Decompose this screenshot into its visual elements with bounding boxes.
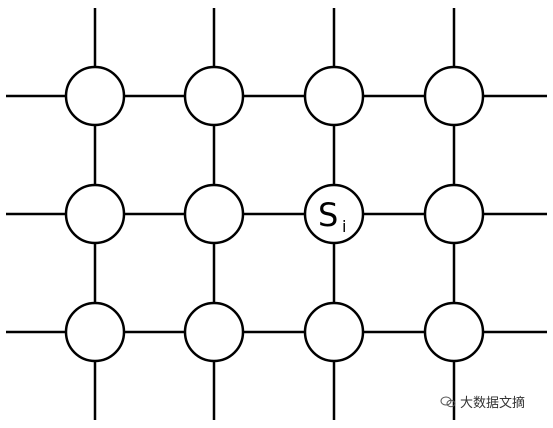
node-label-subscript: i	[342, 217, 346, 236]
lattice-node	[183, 301, 245, 363]
lattice-node	[423, 183, 485, 245]
lattice-node	[64, 183, 126, 245]
watermark-text: 大数据文摘	[460, 396, 526, 411]
lattice-node	[303, 183, 365, 245]
lattice-node	[423, 65, 485, 127]
lattice-node	[423, 301, 485, 363]
lattice-node	[183, 183, 245, 245]
lattice-node	[64, 65, 126, 127]
watermark: 大数据文摘	[440, 392, 525, 411]
node-label-main: S	[318, 196, 338, 234]
wechat-chat-bubbles-icon	[440, 396, 456, 407]
lattice-node	[183, 65, 245, 127]
lattice-node	[64, 301, 126, 363]
lattice-node	[303, 65, 365, 127]
lattice-node	[303, 301, 365, 363]
